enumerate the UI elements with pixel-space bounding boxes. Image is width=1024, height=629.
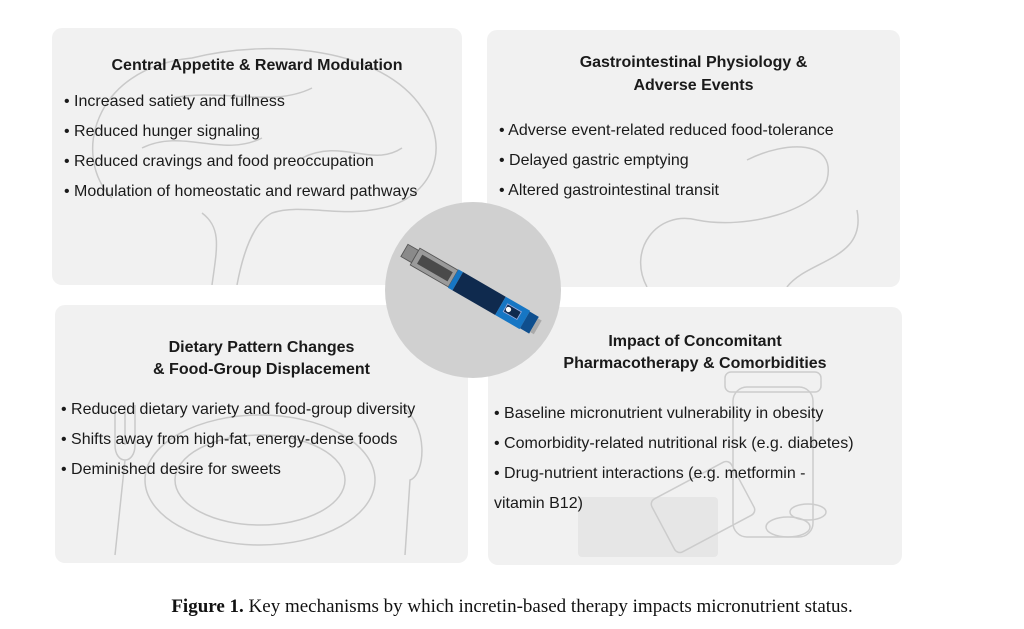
list-item: Drug-nutrient interactions (e.g. metform… <box>494 459 854 489</box>
list-item: Reduced hunger signaling <box>64 117 417 147</box>
list-item: Reduced cravings and food preoccupation <box>64 147 417 177</box>
bullet-list: Reduced dietary variety and food-group d… <box>61 395 415 485</box>
figure-caption: Figure 1. Key mechanisms by which incret… <box>0 596 1024 618</box>
list-item: Baseline micronutrient vulnerability in … <box>494 399 854 429</box>
figure-label: Figure 1. <box>171 596 244 617</box>
panel-title-line1: Gastrointestinal Physiology & <box>579 54 808 71</box>
list-item: Deminished desire for sweets <box>61 455 415 485</box>
list-item: Modulation of homeostatic and reward pat… <box>64 177 417 207</box>
panel-gastrointestinal: Gastrointestinal Physiology & Adverse Ev… <box>487 30 900 287</box>
panel-dietary-pattern: Dietary Pattern Changes & Food-Group Dis… <box>55 305 468 563</box>
list-item: Adverse event-related reduced food-toler… <box>499 116 834 146</box>
panel-central-appetite: Central Appetite & Reward Modulation Inc… <box>52 28 462 285</box>
panel-pharmacotherapy: Impact of Concomitant Pharmacotherapy & … <box>488 307 902 565</box>
bullet-list: Baseline micronutrient vulnerability in … <box>494 399 854 519</box>
caption-text: Key mechanisms by which incretin-based t… <box>243 596 853 617</box>
list-item: Altered gastrointestinal transit <box>499 176 834 206</box>
panel-title-line2: Adverse Events <box>633 77 754 94</box>
list-item: Comorbidity-related nutritional risk (e.… <box>494 429 853 459</box>
list-item-continuation: vitamin B12) <box>494 495 583 512</box>
panel-title-line2: Pharmacotherapy & Comorbidities <box>563 355 827 372</box>
list-item: Increased satiety and fullness <box>64 87 417 117</box>
panel-title: Central Appetite & Reward Modulation <box>111 57 403 74</box>
panel-title-line1: Impact of Concomitant <box>608 333 782 350</box>
list-item: Shifts away from high-fat, energy-dense … <box>61 425 415 455</box>
bullet-list: Increased satiety and fullness Reduced h… <box>64 87 417 207</box>
panel-title-line2: & Food-Group Displacement <box>153 361 370 378</box>
bullet-list: Adverse event-related reduced food-toler… <box>499 116 834 206</box>
list-item: Reduced dietary variety and food-group d… <box>61 395 415 425</box>
panel-title-line1: Dietary Pattern Changes <box>168 339 355 356</box>
injection-pen-icon <box>400 243 542 335</box>
injection-pen-circle <box>385 202 561 378</box>
list-item: Delayed gastric emptying <box>499 146 834 176</box>
